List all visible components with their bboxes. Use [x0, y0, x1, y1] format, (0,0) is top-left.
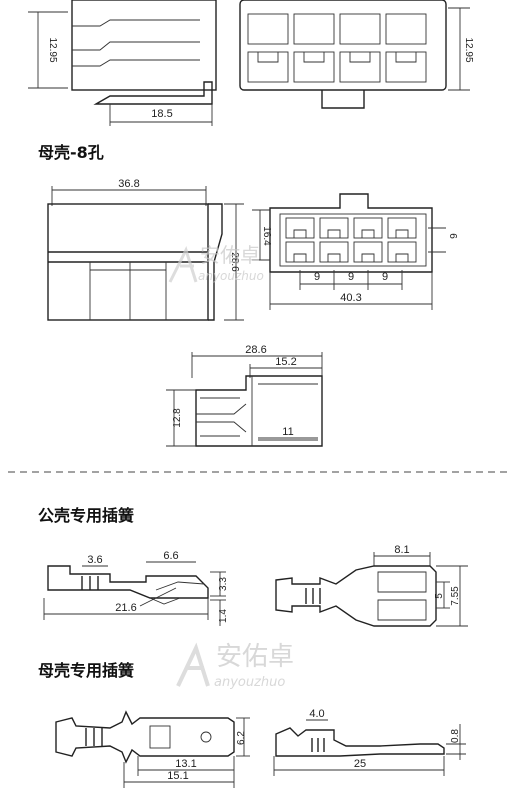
- dim-f8-inner-h: 16.4: [261, 226, 272, 246]
- female8-side-view: 36.8 28.6: [47, 178, 244, 321]
- female8-front-view: 16.4 6 9 9 9 40.3: [252, 193, 458, 310]
- dim-top-left-length: 18.5: [151, 108, 172, 120]
- dim-mt-h: 3.3: [218, 577, 229, 591]
- section-title-female-terminal: 母壳专用插簧: [38, 661, 134, 680]
- dim-side-inner: 11: [282, 426, 293, 438]
- dim-mt-len: 21.6: [115, 602, 136, 614]
- dim-mt-top-w: 8.1: [394, 544, 409, 556]
- female8-top-view: 28.6 15.2 12.8 11: [166, 344, 323, 447]
- dim-f8-pitch-3: 9: [382, 271, 388, 283]
- top-right-front-view: 12.95: [239, 0, 474, 109]
- watermark-logo-lower: 安佑卓 anyouzhuo: [176, 642, 294, 690]
- dim-top-left-height: 12.95: [47, 37, 58, 62]
- section-title-male-terminal: 公壳专用插簧: [38, 506, 134, 525]
- section-title-female-8: 母壳-8孔: [38, 143, 104, 162]
- dim-ft-h: 6.2: [236, 731, 247, 745]
- dim-f8-height: 28.6: [229, 252, 240, 272]
- female-terminal-side-view: 4.0 25 0.8: [273, 708, 466, 776]
- watermark-latin-lower: anyouzhuo: [214, 675, 285, 690]
- dim-mt-out: 7.55: [450, 586, 461, 606]
- dim-mt-b: 6.6: [163, 550, 178, 562]
- dim-side-total: 28.6: [245, 344, 266, 356]
- female-terminal-top-view: 6.2 13.1 15.1: [55, 710, 250, 788]
- watermark-latin-upper: anyouzhuo: [198, 269, 264, 283]
- dim-f8-pitch-1: 9: [314, 271, 320, 283]
- dim-side-height: 12.8: [172, 408, 183, 428]
- dim-f8-pitch-v: 6: [447, 233, 458, 239]
- dim-ft-len1: 13.1: [175, 758, 196, 770]
- watermark-brand-lower: 安佑卓: [216, 642, 294, 672]
- dim-ft-t: 0.8: [450, 729, 461, 743]
- dim-f8-width: 36.8: [118, 178, 139, 190]
- male-terminal-top-view: 8.1 5 7.55: [275, 544, 468, 627]
- top-left-side-view: 12.95 18.5: [28, 0, 217, 126]
- dim-mt-a: 3.6: [87, 554, 102, 566]
- dim-mt-t: 1.4: [218, 609, 229, 623]
- dim-ft-len: 25: [354, 758, 366, 770]
- dim-side-part: 15.2: [275, 356, 296, 368]
- dim-ft-len2: 15.1: [167, 770, 188, 782]
- dim-f8-front-width: 40.3: [340, 292, 361, 304]
- dim-ft-a: 4.0: [309, 708, 324, 720]
- dim-mt-in: 5: [434, 593, 445, 599]
- watermark-logo-upper: 安佑卓 anyouzhuo: [168, 243, 264, 283]
- dim-top-right-height: 12.95: [463, 37, 474, 62]
- watermark-brand-upper: 安佑卓: [200, 243, 260, 267]
- male-terminal-side-view: 3.6 6.6 21.6 3.3 1.4: [43, 550, 229, 626]
- dim-f8-pitch-2: 9: [348, 271, 354, 283]
